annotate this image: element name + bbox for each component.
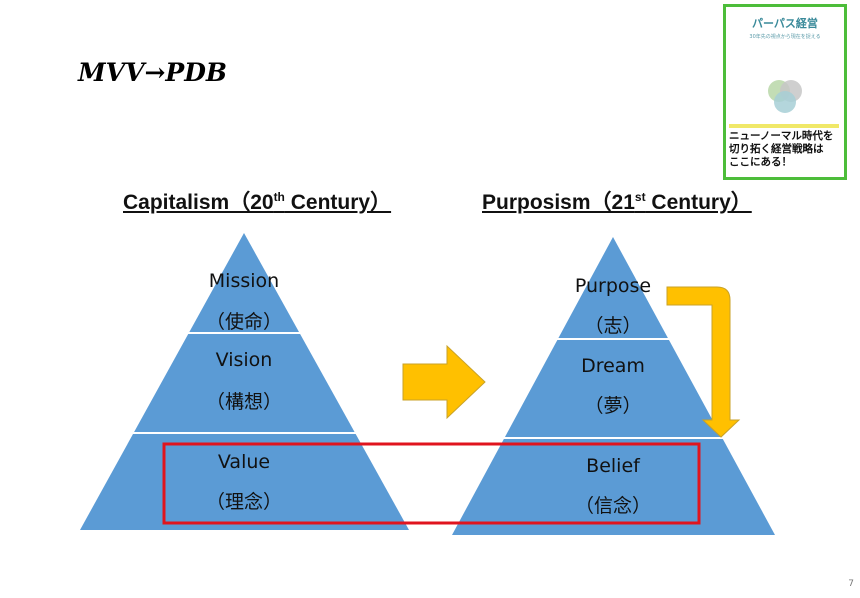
- transition-arrow: [402, 344, 486, 420]
- right-level-3-label: Belief: [586, 455, 641, 477]
- purpose-to-belief-arrow: [666, 286, 741, 438]
- left-level-3-label: Value: [218, 451, 270, 473]
- right-heading-suffix: Century）: [645, 191, 752, 214]
- book-subtitle: 30年先の視点から現在を捉える: [749, 34, 821, 40]
- left-level-2-label: Vision: [216, 349, 273, 371]
- right-level-2-label: Dream: [581, 355, 645, 377]
- book-cover: パーパス経営 30年先の視点から現在を捉える ニューノーマル時代を 切り拓く経営…: [723, 4, 847, 180]
- right-heading-prefix: Purposism（21: [482, 191, 635, 214]
- left-heading: Capitalism（20th Century）: [123, 186, 391, 216]
- left-heading-suffix: Century）: [284, 191, 392, 214]
- book-title: パーパス経営: [752, 17, 818, 30]
- right-level-1-sub: （志）: [584, 315, 641, 337]
- slide-title: MVV→PDB: [78, 58, 228, 87]
- left-pyramid: [80, 233, 409, 530]
- left-level-3-sub: （理念）: [206, 490, 282, 513]
- left-heading-prefix: Capitalism（20: [123, 191, 274, 214]
- book-band: [729, 124, 839, 128]
- book-circles-graphic: [768, 80, 802, 113]
- left-level-1-sub: （使命）: [206, 311, 282, 333]
- book-tagline: ニューノーマル時代を 切り拓く経営戦略は ここにある！: [729, 130, 834, 168]
- right-pyramid: [452, 237, 775, 535]
- right-level-1-label: Purpose: [575, 275, 651, 297]
- right-heading: Purposism（21st Century）: [482, 186, 752, 216]
- value-belief-highlight: [162, 442, 701, 525]
- left-level-2-sub: （構想）: [206, 391, 282, 413]
- right-level-3-sub: （信念）: [575, 494, 651, 517]
- right-level-2-sub: （夢）: [584, 395, 641, 417]
- left-level-1-label: Mission: [209, 270, 279, 292]
- page-number: 7: [848, 579, 854, 589]
- right-heading-sup: st: [634, 190, 646, 204]
- left-heading-sup: th: [273, 190, 285, 204]
